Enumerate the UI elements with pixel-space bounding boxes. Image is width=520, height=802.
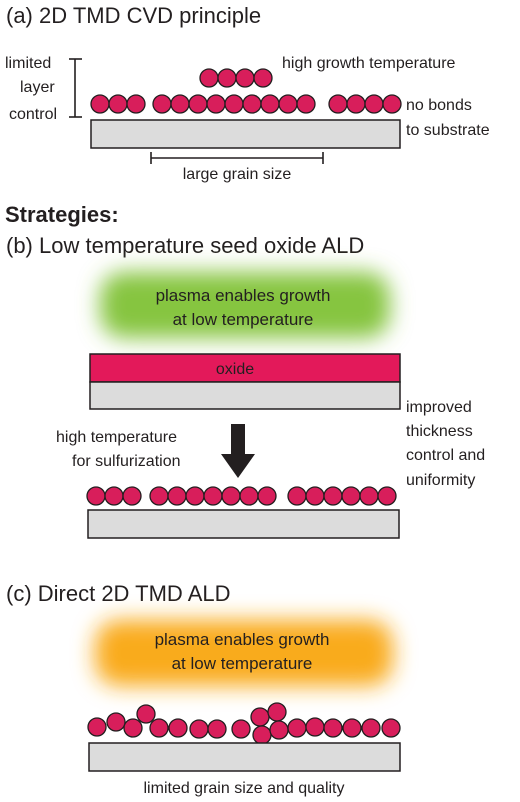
- atom: [231, 719, 251, 739]
- atom: [341, 486, 361, 506]
- sulfurization-label-line2: for sulfurization: [72, 453, 181, 470]
- atom: [250, 707, 270, 727]
- atom: [287, 486, 307, 506]
- atom: [305, 717, 325, 737]
- atom: [136, 704, 156, 724]
- atom: [377, 486, 397, 506]
- atom: [323, 486, 343, 506]
- atom: [122, 486, 142, 506]
- atom: [87, 717, 107, 737]
- panel-c-title: (c) Direct 2D TMD ALD: [6, 581, 231, 606]
- plasma-b-line2: at low temperature: [173, 310, 314, 329]
- atom: [108, 94, 128, 114]
- plasma-c-line1: plasma enables growth: [155, 630, 330, 649]
- atom: [152, 94, 172, 114]
- limited-grain-quality-label: limited grain size and quality: [144, 780, 345, 797]
- atom: [168, 718, 188, 738]
- atom: [267, 702, 287, 722]
- atom: [189, 719, 209, 739]
- plasma-c-line2: at low temperature: [172, 654, 313, 673]
- substrate-b-bottom: [87, 509, 400, 539]
- atom: [235, 68, 255, 88]
- panel-c: (c) Direct 2D TMD ALD plasma enables gro…: [6, 581, 401, 797]
- substrate-c: [88, 742, 401, 772]
- atom: [361, 718, 381, 738]
- large-grain-size-label: large grain size: [183, 166, 292, 183]
- atom: [86, 486, 106, 506]
- sulfurization-arrow: [221, 424, 255, 478]
- plasma-glow-green: [100, 272, 390, 338]
- atom: [305, 486, 325, 506]
- atom: [260, 94, 280, 114]
- improved-label-line2: thickness: [406, 423, 473, 440]
- atom: [185, 486, 205, 506]
- high-growth-temperature-label: high growth temperature: [282, 55, 456, 72]
- plasma-glow-orange: [95, 620, 393, 686]
- strategies-heading: Strategies:: [5, 202, 119, 227]
- oxide-label: oxide: [216, 361, 254, 378]
- improved-label-line4: uniformity: [406, 472, 475, 489]
- atom: [123, 718, 143, 738]
- oxide-layer: [89, 353, 401, 383]
- substrate-a: [90, 119, 401, 149]
- atom: [381, 718, 401, 738]
- atom: [342, 718, 362, 738]
- atom: [323, 718, 343, 738]
- atom: [207, 719, 227, 739]
- atom: [346, 94, 366, 114]
- limited-label-line1: limited: [5, 55, 51, 72]
- atom: [239, 486, 259, 506]
- plasma-b-line1: plasma enables growth: [156, 286, 331, 305]
- atom: [199, 68, 219, 88]
- atom: [104, 486, 124, 506]
- sulfurization-label-line1: high temperature: [56, 429, 177, 446]
- panel-a: (a) 2D TMD CVD principle limited layer c…: [5, 3, 490, 183]
- atom: [278, 94, 298, 114]
- atom: [149, 486, 169, 506]
- atom: [328, 94, 348, 114]
- atom: [269, 720, 289, 740]
- panel-b-title: (b) Low temperature seed oxide ALD: [6, 233, 364, 258]
- panel-b: (b) Low temperature seed oxide ALD plasm…: [6, 233, 485, 539]
- atom: [149, 718, 169, 738]
- atom: [364, 94, 384, 114]
- no-bonds-label-line1: no bonds: [406, 97, 472, 114]
- no-bonds-label-line2: to substrate: [406, 122, 490, 139]
- atom: [287, 718, 307, 738]
- layer-control-bracket: [69, 58, 82, 118]
- grain-size-bracket: [150, 152, 324, 164]
- improved-label-line3: control and: [406, 447, 485, 464]
- atom: [90, 94, 110, 114]
- atom: [359, 486, 379, 506]
- atom: [167, 486, 187, 506]
- atom: [382, 94, 402, 114]
- atom: [253, 68, 273, 88]
- atoms-panel-c: [87, 702, 401, 745]
- atom: [106, 712, 126, 732]
- atoms-panel-a: [90, 68, 402, 114]
- atom: [203, 486, 223, 506]
- limited-label-line3: control: [9, 106, 57, 123]
- limited-label-line2: layer: [20, 79, 55, 96]
- substrate-b-top: [89, 381, 401, 410]
- atom: [217, 68, 237, 88]
- atom: [224, 94, 244, 114]
- panel-a-title: (a) 2D TMD CVD principle: [6, 3, 261, 28]
- atoms-panel-b: [86, 486, 397, 506]
- atom: [221, 486, 241, 506]
- atom: [257, 486, 277, 506]
- atom: [206, 94, 226, 114]
- atom: [170, 94, 190, 114]
- improved-label-line1: improved: [406, 399, 472, 416]
- atom: [126, 94, 146, 114]
- atom: [296, 94, 316, 114]
- atom: [188, 94, 208, 114]
- atom: [242, 94, 262, 114]
- atom: [252, 725, 272, 745]
